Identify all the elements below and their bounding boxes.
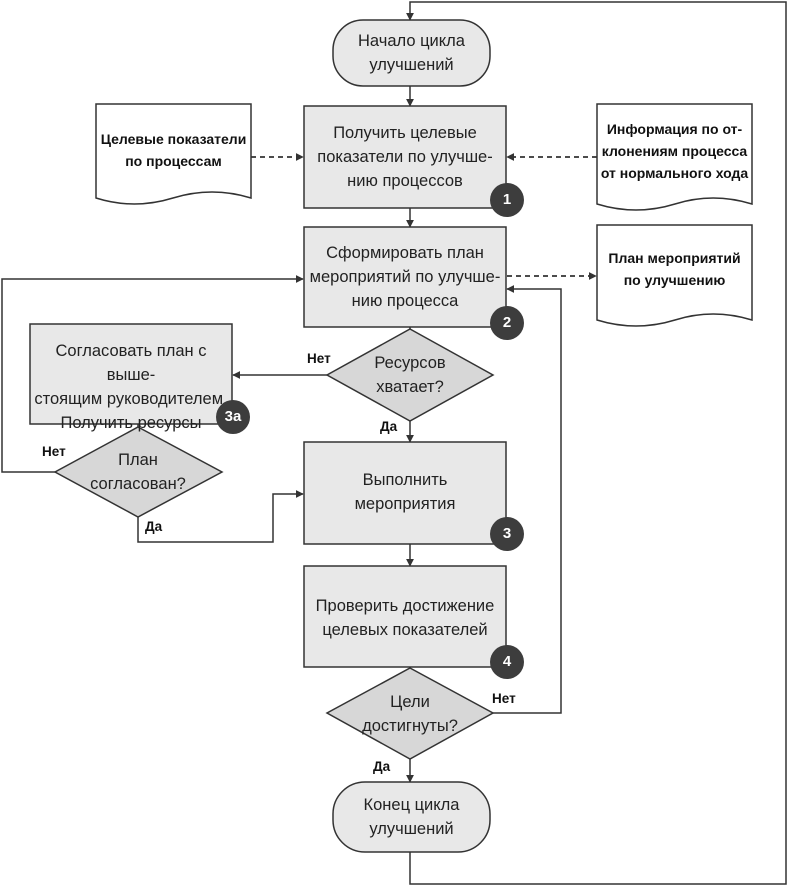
step1-badge: 1	[490, 183, 524, 217]
decision-approved-no-label: Нет	[42, 444, 66, 459]
start-terminal	[332, 19, 491, 87]
step3a-badge: 3а	[216, 400, 250, 434]
decision-goals-no-label: Нет	[492, 691, 516, 706]
step3a-box	[29, 323, 233, 425]
decision-resources-yes-label: Да	[380, 419, 398, 434]
end-terminal	[332, 781, 491, 853]
step2-badge: 2	[490, 306, 524, 340]
doc-targets-shape	[95, 103, 252, 205]
step4-badge: 4	[490, 645, 524, 679]
doc-deviation-shape	[596, 103, 753, 211]
step3-box	[303, 441, 507, 545]
connector-approved-yes	[137, 490, 304, 543]
step3a-label: Согласовать план с выше-стоящим руководи…	[34, 342, 228, 432]
decision-resources-no-label: Нет	[307, 351, 331, 366]
connector-goals-no	[493, 285, 562, 714]
step4-box	[303, 565, 507, 668]
decision-approved-yes-label: Да	[145, 519, 163, 534]
step3-badge: 3	[490, 517, 524, 551]
connector-approved-no	[1, 275, 304, 473]
loop-connector	[406, 1, 787, 885]
step2-box	[303, 226, 507, 328]
step1-box	[303, 105, 507, 209]
decision-goals-yes-label: Да	[373, 759, 391, 774]
doc-plan-shape	[596, 224, 753, 327]
